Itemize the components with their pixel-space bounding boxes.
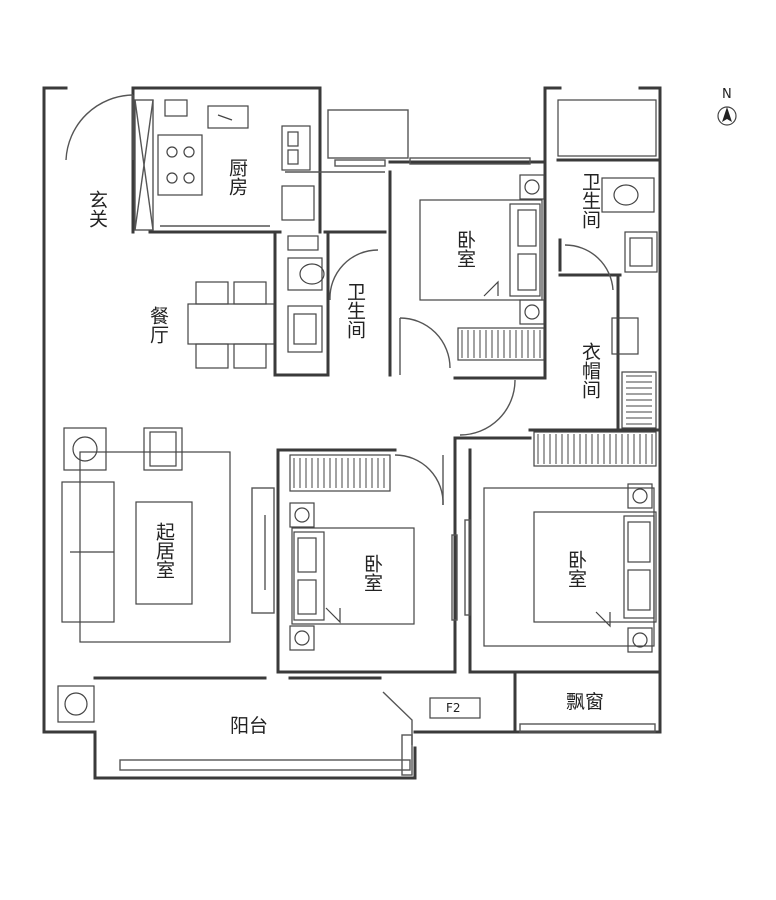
outer-walls [42,86,662,780]
room-label-bedroom-right: 卧室 [565,550,587,588]
room-label-kitchen: 厨房 [226,158,248,196]
right-bath-fixtures [557,99,658,273]
top-bedroom-furniture [419,174,545,361]
kitchen-fixtures [134,99,315,231]
dining-table [187,281,275,369]
north-compass: N [717,87,737,126]
interior-walls [93,86,662,734]
room-label-balcony: 阳台 [230,715,268,737]
room-label-dining: 餐厅 [147,306,169,344]
balcony-fixtures [57,685,481,723]
closet-rails [533,317,657,467]
room-label-bay-window: 飘窗 [566,691,604,713]
room-label-bath-right: 卫生间 [579,172,601,229]
middle-bedroom-furniture [289,454,415,651]
windows [119,157,656,776]
living-room-furniture [61,427,231,643]
center-bath-fixtures [287,235,325,353]
compass-label: N [722,87,732,102]
room-labels: 玄关 厨房 餐厅 卫生间 卫生间 卧室 衣帽间 起居室 卧室 卧室 阳台 飘窗 … [86,158,604,737]
right-bedroom-furniture [483,483,657,653]
room-label-bedroom-top: 卧室 [454,230,476,268]
doors [65,94,614,745]
room-label-bath-center: 卫生间 [344,282,366,339]
wardrobe-hatching [293,330,653,488]
room-label-entrance: 玄关 [86,190,108,228]
room-label-bedroom-middle: 卧室 [361,554,383,592]
floor-drain-tag: F2 [446,701,461,715]
room-label-closet: 衣帽间 [579,342,601,399]
room-label-living: 起居室 [153,522,175,579]
